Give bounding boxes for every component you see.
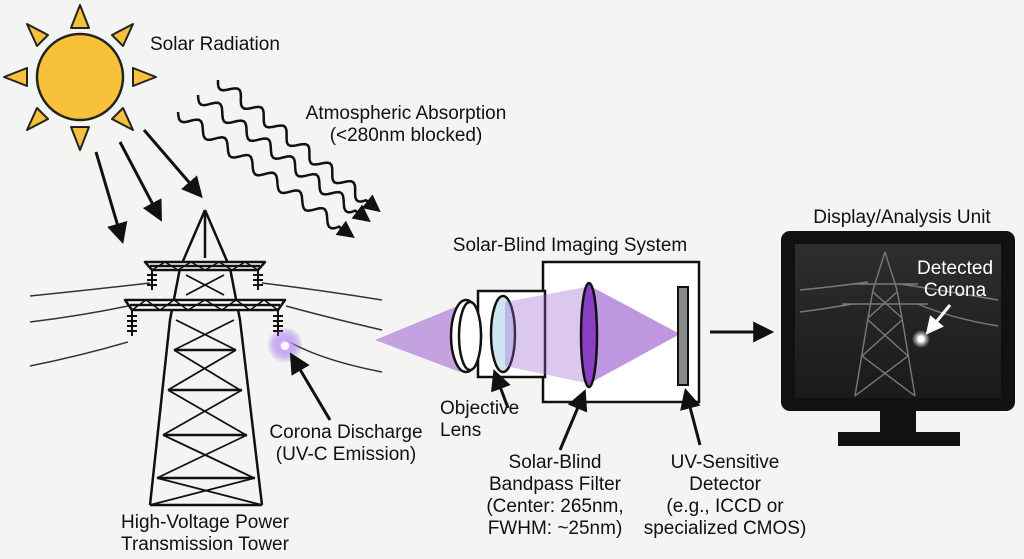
label-filter-line3: (Center: 265nm,: [486, 496, 624, 517]
label-solar-radiation: Solar Radiation: [150, 34, 280, 55]
sun-icon: [3, 4, 157, 151]
label-tower-line1: High-Voltage Power: [121, 512, 289, 533]
label-bandpass-filter: Solar-Blind Bandpass Filter (Center: 265…: [465, 452, 645, 540]
power-lines: [29, 282, 383, 373]
uv-detector: [677, 286, 689, 386]
display-monitor: [781, 231, 1015, 446]
label-display-unit: Display/Analysis Unit: [813, 207, 991, 228]
objective-lens: [449, 294, 517, 374]
label-filter-line1: Solar-Blind: [508, 452, 602, 473]
label-objective-lens: Objective Lens: [440, 398, 519, 442]
screen-tower-image: [799, 251, 999, 397]
label-uv-detector: UV-Sensitive Detector (e.g., ICCD or spe…: [630, 452, 820, 540]
label-detector-line2: Detector: [689, 474, 761, 495]
label-corona-line2: (UV-C Emission): [275, 444, 417, 465]
label-detected-line1: Detected: [916, 258, 994, 279]
corona-discharge-glow: [267, 327, 303, 363]
label-detected-line2: Corona: [923, 280, 987, 301]
label-atmospheric-absorption: Atmospheric Absorption (<280nm blocked): [286, 103, 526, 147]
bandpass-filter: [579, 281, 599, 389]
solar-ray-arrows: [94, 129, 203, 245]
label-pointer-arrows: [491, 369, 702, 451]
detected-corona-core: [917, 335, 925, 343]
label-detector-line3: (e.g., ICCD or: [666, 496, 784, 517]
label-transmission-tower: High-Voltage Power Transmission Tower: [95, 512, 315, 556]
label-detector-line4: specialized CMOS): [643, 518, 807, 539]
corona-pointer-arrow: [289, 352, 332, 421]
detected-pointer-arrow: [925, 304, 952, 335]
label-corona-discharge: Corona Discharge (UV-C Emission): [256, 422, 436, 466]
label-filter-line4: FWHM: ~25nm): [487, 518, 623, 539]
label-atmos-line1: Atmospheric Absorption: [305, 103, 507, 124]
label-corona-line1: Corona Discharge: [269, 422, 423, 443]
label-detected-corona: Detected Corona: [905, 258, 1005, 302]
uv-beam-internal-2: [592, 287, 680, 382]
label-filter-line2: Bandpass Filter: [488, 474, 621, 495]
absorption-wave-arrows: [176, 80, 381, 239]
label-detector-line1: UV-Sensitive: [670, 452, 780, 473]
uv-beam-internal-1: [505, 287, 586, 383]
label-imaging-system: Solar-Blind Imaging System: [452, 235, 688, 256]
label-atmos-line2: (<280nm blocked): [329, 125, 483, 146]
label-objective-line1: Objective: [440, 398, 520, 419]
transmission-tower: [123, 209, 287, 507]
label-objective-line2: Lens: [440, 420, 482, 441]
label-tower-line2: Transmission Tower: [121, 534, 289, 555]
uv-beam-incoming: [375, 305, 460, 372]
